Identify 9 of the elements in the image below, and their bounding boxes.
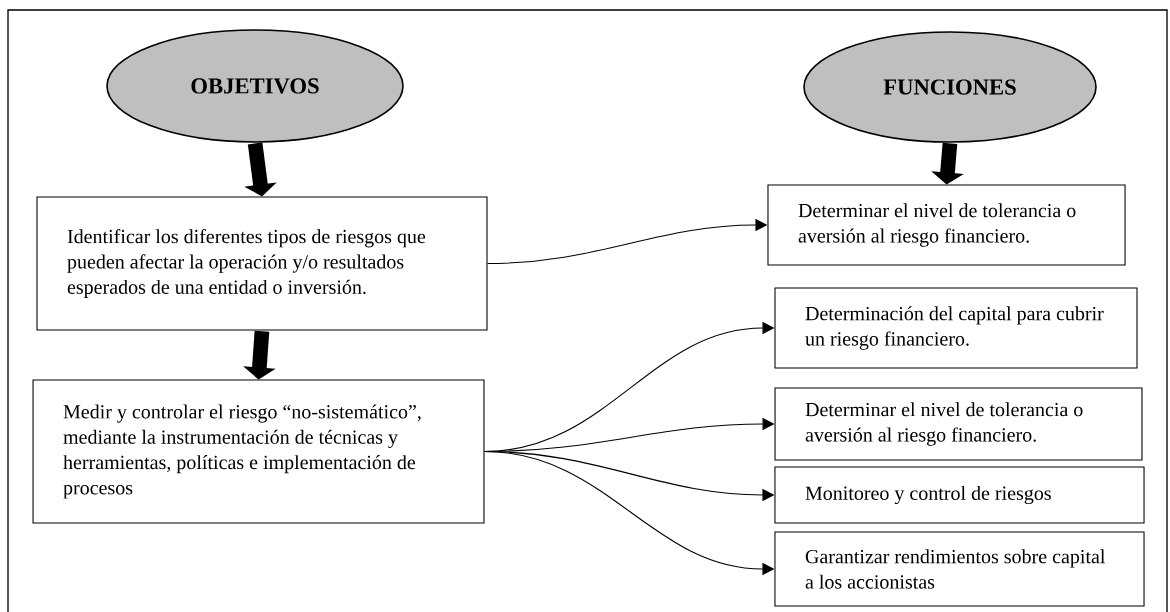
text-box: Determinación del capital para cubrir un riesgo financiero. <box>774 287 1138 369</box>
text-box: Garantizar rendimientos sobre capital a los accionistas <box>774 531 1145 607</box>
ellipse-node: OBJETIVOS <box>106 29 404 143</box>
ellipse-node: FUNCIONES <box>803 31 1097 143</box>
text-box: Medir y controlar el riesgo “no-sistemático”, mediante la instrumentación de técnicas y herramientas, políticas e implementación de procesos <box>32 379 485 524</box>
text-box: Monitoreo y control de riesgos <box>774 466 1145 524</box>
text-box: Identificar los diferentes tipos de riesgos que pueden afectar la operación y/o resultados esperados de una entidad o inversión. <box>36 196 488 331</box>
text-box: Determinar el nivel de tolerancia o aversión al riesgo financiero. <box>774 387 1143 461</box>
text-box: Determinar el nivel de tolerancia o aversión al riesgo financiero. <box>767 184 1126 266</box>
